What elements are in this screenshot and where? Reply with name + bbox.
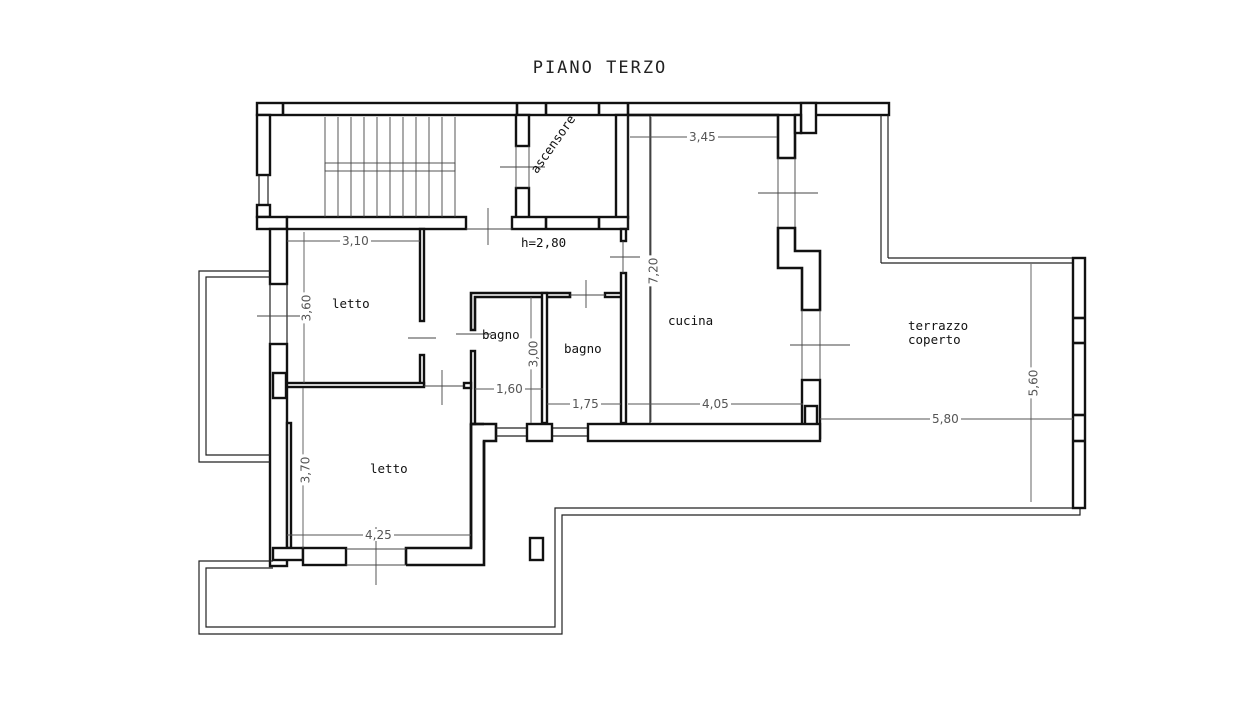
elevator-shaft xyxy=(466,113,630,245)
dim-letto-top-width: 3,10 xyxy=(340,234,371,248)
dim-cucina-height: 7,20 xyxy=(646,255,661,287)
bottom-bedroom-walls xyxy=(271,421,486,585)
room-label-terrazzo: terrazzo xyxy=(908,318,969,333)
dim-cucina-bottom-width: 4,05 xyxy=(700,397,731,411)
room-label-letto-top: letto xyxy=(332,296,370,311)
room-label-coperto: coperto xyxy=(908,332,961,347)
bedroom-partitions xyxy=(285,227,465,405)
dim-bagno-height: 3,00 xyxy=(526,338,541,370)
dim-terrazzo-width: 5,80 xyxy=(930,412,961,426)
dim-letto-top-height: 3,60 xyxy=(299,292,314,324)
dim-letto-bottom-width: 4,25 xyxy=(363,528,394,542)
dim-bagno-right-width: 1,75 xyxy=(570,397,601,411)
stairwell xyxy=(255,113,468,231)
bottom-terrace xyxy=(198,505,1081,635)
stair-treads-icon xyxy=(324,117,456,217)
top-wall xyxy=(255,101,891,117)
ceiling-height-label: h=2,80 xyxy=(521,235,567,250)
bathrooms xyxy=(456,227,640,426)
room-label-bagno-left: bagno xyxy=(482,327,520,342)
room-label-letto-bottom: letto xyxy=(370,461,408,476)
covered-terrace xyxy=(880,115,1087,510)
middle-bottom-wall xyxy=(471,422,822,540)
plan-title: PIANO TERZO xyxy=(532,58,668,78)
room-label-cucina: cucina xyxy=(668,313,714,328)
dim-cucina-top-width: 3,45 xyxy=(687,130,718,144)
dim-letto-bottom-height: 3,70 xyxy=(298,454,313,486)
room-label-bagno-right: bagno xyxy=(564,341,602,356)
kitchen-walls xyxy=(627,101,850,440)
left-balcony xyxy=(198,270,270,463)
left-wall xyxy=(257,227,300,568)
dim-bagno-left-width: 1,60 xyxy=(494,382,525,396)
dim-terrazzo-height: 5,60 xyxy=(1026,367,1041,399)
